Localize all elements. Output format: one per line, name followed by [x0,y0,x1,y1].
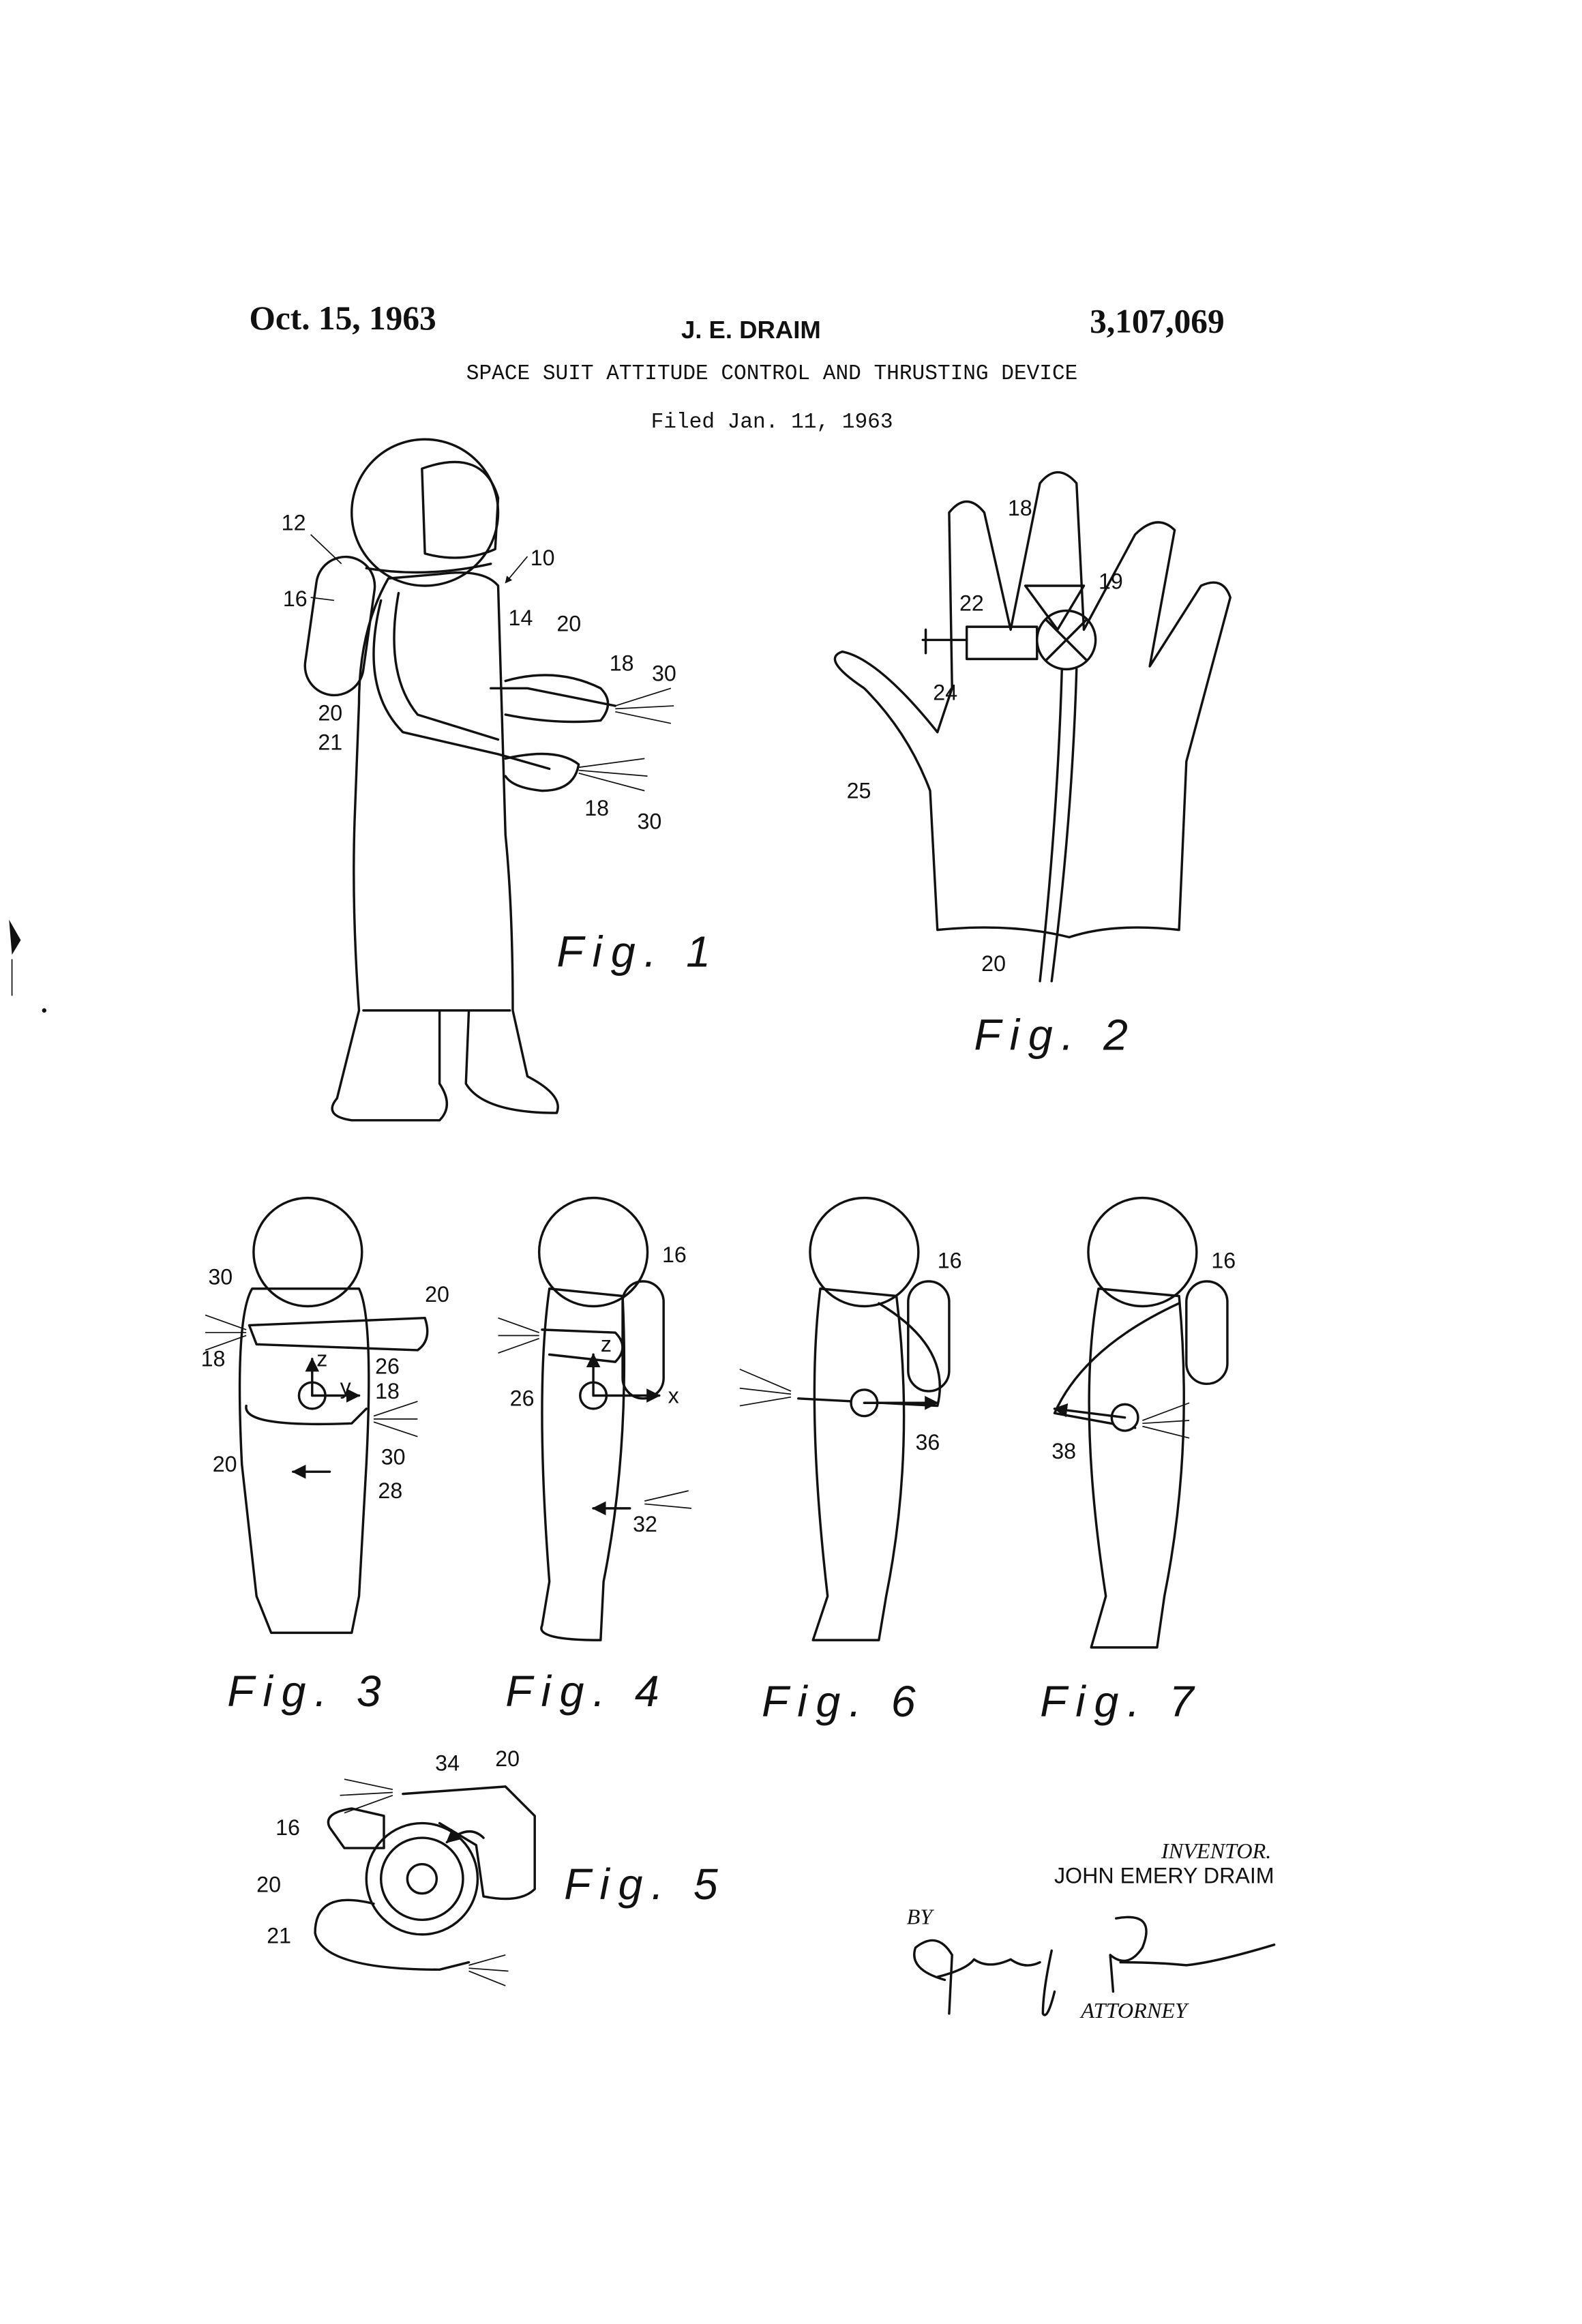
reference-numeral: 20 [425,1282,449,1307]
figure-4-label: Fig. 4 [505,1667,668,1716]
figure-5-label: Fig. 5 [564,1860,726,1909]
figure-3-label: Fig. 3 [227,1667,389,1716]
reference-numeral: 32 [633,1512,657,1536]
figure-7-label: Fig. 7 [1040,1677,1202,1726]
reference-numeral: 20 [318,701,342,726]
reference-numeral: 16 [283,586,308,611]
patent-number: 3,107,069 [1090,302,1225,340]
figure-6-reference-numerals: 16 36 [916,1249,962,1455]
figure-1-label: Fig. 1 [556,927,719,976]
inventor-short-name: J. E. DRAIM [681,316,821,344]
reference-numeral: 21 [267,1924,291,1948]
attorney-label: ATTORNEY [1079,1998,1189,2023]
reference-numeral: 16 [1211,1249,1236,1273]
reference-numeral: 30 [638,809,662,833]
patent-title: SPACE SUIT ATTITUDE CONTROL AND THRUSTIN… [466,362,1078,386]
reference-numeral: 16 [938,1249,962,1273]
reference-numeral: 20 [495,1746,520,1771]
reference-numeral: 12 [282,510,306,535]
reference-numeral: 22 [959,591,984,615]
reference-numeral: 18 [1008,496,1032,520]
reference-numeral: 16 [275,1815,300,1840]
reference-numeral: 20 [213,1452,237,1476]
reference-numeral: 30 [208,1264,233,1289]
reference-numeral: 18 [584,796,609,820]
reference-numeral: z [316,1347,327,1371]
reference-numeral: 16 [662,1242,687,1267]
figure-7-side-view-drawing [1053,1196,1229,1649]
reference-numeral: x [668,1383,679,1407]
figure-2-reference-numerals: 18 19 22 24 25 20 [847,496,1123,976]
reference-numeral: 36 [916,1430,940,1455]
figure-7-reference-numerals: 16 38 [1051,1249,1236,1463]
reference-numeral: 18 [610,651,634,676]
figure-4-reference-numerals: 16 26 x z 32 [510,1242,687,1536]
reference-numeral: 19 [1099,569,1123,593]
filed-date: Filed Jan. 11, 1963 [651,411,893,434]
figure-3-front-view-drawing [205,1196,429,1635]
reference-numeral: y [340,1374,352,1399]
reference-numeral: 30 [381,1444,406,1469]
reference-numeral: 26 [375,1354,400,1378]
reference-numeral: 30 [652,661,676,686]
figure-2-label: Fig. 2 [974,1011,1136,1060]
figure-3-reference-numerals: 30 20 18 26 18 20 30 28 z y [201,1264,449,1503]
reference-numeral: 20 [256,1873,281,1897]
reference-numeral: 24 [933,680,957,704]
figure-2-glove-drawing [833,471,1232,983]
figure-5-top-view-drawing [314,1778,536,1986]
reference-numeral: 20 [556,612,581,636]
figure-1-astronaut-drawing [303,438,674,1122]
reference-numeral: 18 [201,1347,226,1371]
attorney-signature [913,1916,1276,2016]
reference-numeral: 21 [318,730,342,754]
figure-5-reference-numerals: 34 20 16 20 21 [256,1746,520,1948]
reference-numeral: 25 [847,778,871,803]
by-label: BY [907,1905,935,1929]
reference-numeral: 10 [531,546,555,570]
reference-numeral: 18 [375,1379,400,1403]
reference-numeral: 20 [981,951,1006,976]
reference-numeral: 28 [378,1478,402,1503]
figure-4-side-view-drawing [498,1196,692,1641]
reference-numeral: 26 [510,1386,535,1411]
reference-numeral: 14 [509,606,533,630]
reference-numeral: 34 [435,1751,460,1775]
scan-margin-marks [9,919,47,1013]
inventor-label: INVENTOR. [1161,1838,1271,1863]
reference-numeral: z [601,1332,612,1356]
figure-1-reference-numerals: 12 16 10 14 20 18 30 20 21 18 30 [282,510,676,833]
figure-6-side-view-drawing [739,1196,951,1641]
patent-date: Oct. 15, 1963 [249,299,436,337]
figure-6-label: Fig. 6 [762,1677,924,1726]
reference-numeral: 38 [1051,1439,1076,1463]
inventor-name: JOHN EMERY DRAIM [1054,1864,1274,1888]
